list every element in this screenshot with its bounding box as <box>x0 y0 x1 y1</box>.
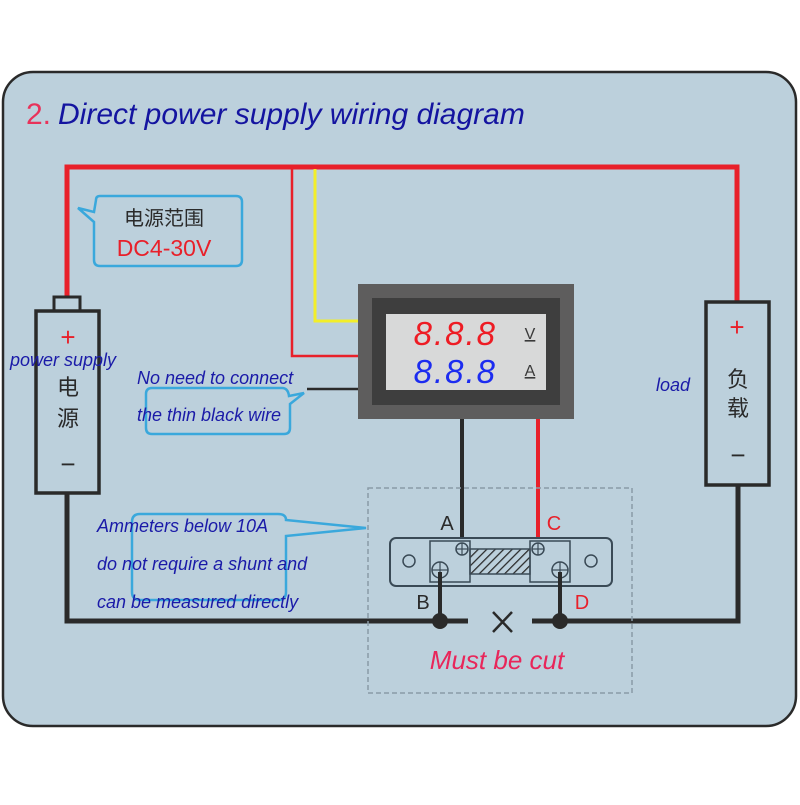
voltage-range-bubble: 电源范围 DC4-30V <box>77 194 244 268</box>
mount-hole-left <box>402 554 416 568</box>
power-supply-label: power supply <box>9 350 117 370</box>
meter-sense-yellow-wire <box>313 169 358 323</box>
terminal-label-b: B <box>416 592 429 614</box>
thin-wire-note-bubble <box>144 386 305 436</box>
meter-screen <box>386 314 546 390</box>
load-minus-sign: − <box>730 440 745 470</box>
page-title: Direct power supply wiring diagram <box>58 98 525 131</box>
thin-wire-note-line1: No need to connect <box>137 368 294 388</box>
load: + 负 载 − <box>704 300 771 487</box>
load-label: load <box>656 375 691 395</box>
load-label-cn-1: 负 <box>727 368 749 393</box>
battery-minus-sign: − <box>60 449 75 479</box>
shunt-resistor <box>389 537 613 587</box>
thin-wire-note-line2: the thin black wire <box>137 405 281 425</box>
meter-power-red-wire <box>290 167 358 358</box>
load-plus-sign: + <box>729 312 744 342</box>
negative-wire-right <box>532 485 741 624</box>
screw-a <box>455 542 469 556</box>
negative-wire-left <box>64 493 468 624</box>
load-label-cn-2: 载 <box>727 397 749 422</box>
cut-note: Must be cut <box>430 645 566 675</box>
power-supply: + 电 源 − <box>34 295 101 495</box>
shunt-area-outline <box>367 487 633 694</box>
volt-amp-meter: 8.8.8 V 8.8.8 A <box>358 284 574 419</box>
ammeter-note-line1: Ammeters below 10A <box>96 516 268 536</box>
voltage-readout: 8.8.8 <box>414 315 497 352</box>
junction-d <box>552 613 568 629</box>
cut-mark-icon <box>492 611 513 633</box>
title-number: 2. <box>26 98 51 131</box>
terminal-label-d: D <box>575 592 589 614</box>
voltage-range-value: DC4-30V <box>117 235 212 261</box>
voltage-range-label: 电源范围 <box>124 206 204 230</box>
mount-hole-right <box>584 554 598 568</box>
screw-c <box>531 542 545 556</box>
terminal-label-a: A <box>440 513 454 535</box>
battery-plus-sign: + <box>60 322 75 352</box>
terminal-label-c: C <box>547 513 561 535</box>
battery-label-cn-1: 电 <box>57 376 79 401</box>
ammeter-note-bubble <box>130 512 367 602</box>
voltage-unit: V <box>525 326 536 343</box>
ammeter-note-line2: do not require a shunt and <box>97 554 308 574</box>
ammeter-note-line3: can be measured directly <box>97 592 299 612</box>
load-body <box>704 300 771 487</box>
battery-label-cn-2: 源 <box>57 407 79 432</box>
positive-main-wire <box>64 164 740 302</box>
junction-b <box>432 613 448 629</box>
current-unit: A <box>525 363 536 380</box>
current-readout: 8.8.8 <box>414 353 497 390</box>
shunt-element <box>469 548 531 575</box>
